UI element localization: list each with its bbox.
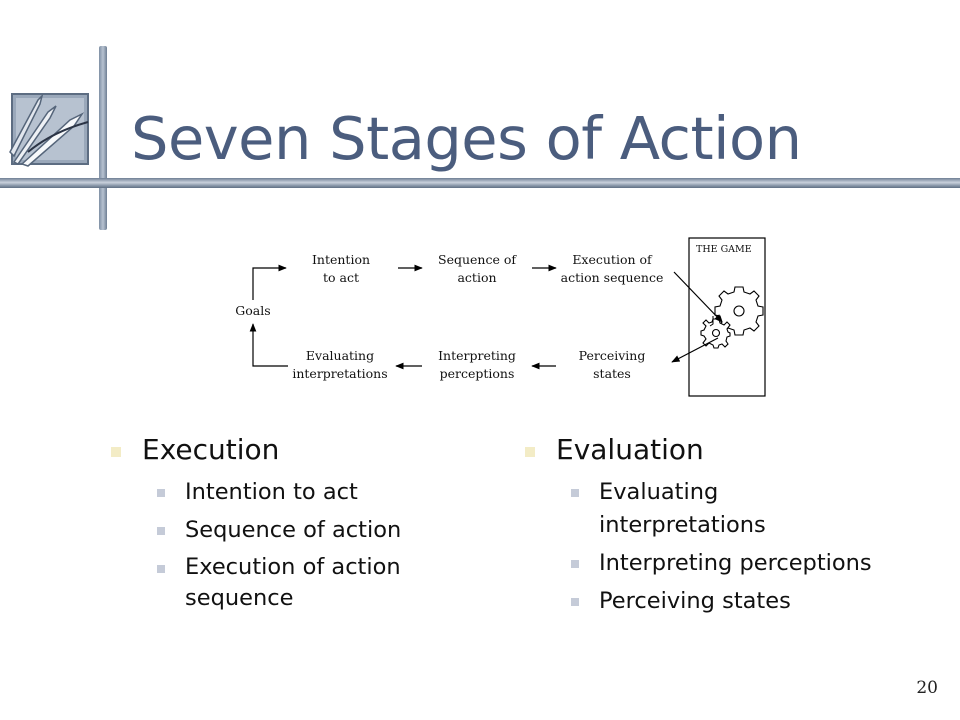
list-item-text: Perceiving states — [599, 588, 791, 614]
stage-intention-label: Intention — [312, 252, 370, 267]
bullet-square-icon — [157, 527, 165, 535]
list-item-text: Evaluating interpretations — [599, 479, 766, 538]
evaluation-list: Evaluating interpretations Interpreting … — [522, 476, 882, 618]
list-item: Evaluating interpretations — [522, 476, 882, 542]
evaluation-column: Evaluation Evaluating interpretations In… — [522, 430, 882, 623]
arrow-goals-to-intention — [252, 264, 287, 300]
execution-heading-text: Execution — [142, 433, 280, 466]
list-item: Execution of action sequence — [108, 552, 428, 614]
execution-list: Intention to act Sequence of action Exec… — [108, 476, 468, 614]
list-item-text: Intention to act — [185, 479, 358, 505]
evaluation-heading-text: Evaluation — [556, 433, 704, 466]
bullet-square-icon — [525, 447, 535, 457]
bullet-square-icon — [157, 565, 165, 573]
stage-sequence-label: Sequence of — [438, 252, 517, 267]
bullet-square-icon — [571, 560, 579, 568]
list-item: Perceiving states — [522, 585, 882, 618]
list-item: Interpreting perceptions — [522, 547, 882, 580]
stage-interpreting-label-2: perceptions — [440, 366, 515, 381]
arrow-world-to-perceiving — [671, 337, 719, 363]
arrow-evaluating-to-goals — [249, 323, 288, 367]
bullet-square-icon — [571, 489, 579, 497]
quill-logo-icon — [9, 93, 89, 167]
bullet-square-icon — [111, 447, 121, 457]
stage-perceiving-label-2: states — [593, 366, 631, 381]
list-item-text: Execution of action sequence — [185, 554, 401, 611]
stage-goals-label: Goals — [235, 303, 270, 318]
small-gear-icon — [700, 318, 731, 349]
bullet-square-icon — [157, 489, 165, 497]
list-item: Sequence of action — [108, 514, 468, 547]
list-item-text: Sequence of action — [185, 517, 402, 543]
list-item-text: Interpreting perceptions — [599, 550, 872, 576]
world-action-tick — [709, 316, 714, 327]
header-horizontal-bar — [0, 178, 960, 188]
arrow-execution-to-world — [673, 271, 723, 323]
evaluation-heading: Evaluation — [522, 430, 882, 470]
stage-evaluating-label-2: interpretations — [292, 366, 387, 381]
stage-execution-label-2: action sequence — [561, 270, 664, 285]
bullet-square-icon — [571, 598, 579, 606]
execution-heading: Execution — [108, 430, 468, 470]
stage-sequence-label-2: action — [457, 270, 496, 285]
header-vertical-bar — [99, 46, 107, 230]
stage-evaluating-label: Evaluating — [306, 348, 374, 363]
game-world-label: THE GAME — [696, 244, 752, 255]
page-number: 20 — [916, 678, 938, 698]
slide-title: Seven Stages of Action — [131, 104, 802, 173]
stage-intention-label-2: to act — [323, 270, 359, 285]
stage-perceiving-label: Perceiving — [579, 348, 646, 363]
list-item: Intention to act — [108, 476, 468, 509]
seven-stages-diagram: Intention to act Sequence of action Exec… — [235, 237, 766, 397]
execution-column: Execution Intention to act Sequence of a… — [108, 430, 468, 619]
stage-execution-label: Execution of — [572, 252, 653, 267]
stage-interpreting-label: Interpreting — [438, 348, 516, 363]
